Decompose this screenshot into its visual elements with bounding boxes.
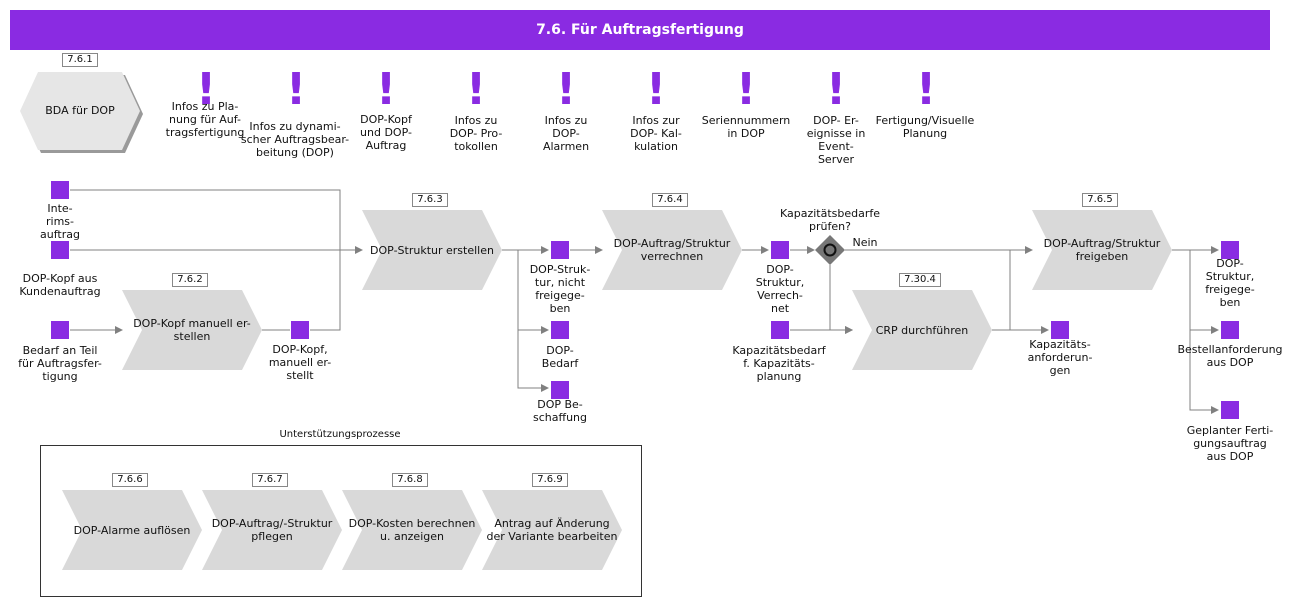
data-object-label: DOP Be- schaffung <box>533 398 587 424</box>
page-title: 7.6. Für Auftragsfertigung <box>10 10 1270 50</box>
decision-branch-label: Nein <box>852 236 878 249</box>
data-object-label: DOP-Struk- tur, nicht freigege- ben <box>529 263 591 315</box>
process-label[interactable]: DOP-Kopf manuell er- stellen <box>133 317 251 343</box>
info-label: DOP- Er- eignisse in Event- Server <box>806 114 866 166</box>
chevron-shape <box>62 490 202 570</box>
process-number: 7.6.2 <box>172 273 208 287</box>
process-number: 7.6.4 <box>652 193 688 207</box>
hexagon-label: BDA für DOP <box>45 103 115 117</box>
data-object-square[interactable] <box>551 241 569 259</box>
support-process-number: 7.6.6 <box>112 473 148 487</box>
data-object-square[interactable] <box>771 321 789 339</box>
edge <box>517 330 549 392</box>
info-label: Seriennummern in DOP <box>701 114 791 140</box>
exclamation-icon: ! <box>196 64 217 115</box>
exclamation-icon: ! <box>556 64 577 115</box>
data-object-label: Geplanter Ferti- gungsauftrag aus DOP <box>1186 424 1274 463</box>
support-section-title: Unterstützungsprozesse <box>279 429 401 440</box>
data-object-square[interactable] <box>1221 241 1239 259</box>
data-object-square[interactable] <box>1221 321 1239 339</box>
data-object-square[interactable] <box>51 181 69 199</box>
chevron-shape <box>122 290 262 370</box>
info-label: Infos zu dynami- scher Auftragsbear- bei… <box>240 120 350 159</box>
info-label: Fertigung/Visuelle Planung <box>875 114 975 140</box>
exclamation-icon: ! <box>466 64 487 115</box>
chevron-shape <box>1032 210 1172 290</box>
edge <box>829 265 853 334</box>
info-label: Infos zu Pla- nung für Auf- tragsfertigu… <box>165 100 245 139</box>
data-object-label: DOP-Kopf aus Kundenauftrag <box>19 272 101 298</box>
edge <box>1189 330 1219 414</box>
decision-question: Kapazitätsbedarfe prüfen? <box>779 207 881 233</box>
support-process-number: 7.6.9 <box>532 473 568 487</box>
exclamation-icon: ! <box>916 64 937 115</box>
data-object-label: DOP- Struktur, Verrech- net <box>755 263 805 315</box>
data-object-label: Kapazitätsbedarf f. Kapazitäts- planung <box>732 344 826 383</box>
data-object-label: Bedarf an Teil für Auftragsfer- tigung <box>18 344 102 383</box>
chevron-shape <box>202 490 342 570</box>
exclamation-icon: ! <box>736 64 757 115</box>
support-section-frame <box>40 445 642 597</box>
process-label[interactable]: DOP-Auftrag/Struktur freigeben <box>1043 237 1161 263</box>
info-label: Infos zu DOP- Alarmen <box>542 114 590 153</box>
chevron-shape <box>362 210 502 290</box>
chevron-shape <box>342 490 482 570</box>
support-process-number: 7.6.7 <box>252 473 288 487</box>
data-object-label: DOP-Kopf, manuell er- stellt <box>268 343 332 382</box>
data-object-label: Kapazitäts- anforderun- gen <box>1027 338 1093 377</box>
data-object-square[interactable] <box>551 321 569 339</box>
chevron-shape <box>852 290 992 370</box>
data-object-label: DOP- Struktur, freigege- ben <box>1205 257 1255 309</box>
data-object-label: DOP- Bedarf <box>541 344 579 370</box>
chevron-shape <box>482 490 622 570</box>
data-object-square[interactable] <box>1221 401 1239 419</box>
edge <box>310 250 341 331</box>
exclamation-icon: ! <box>646 64 667 115</box>
data-object-square[interactable] <box>551 381 569 399</box>
decision-marker <box>823 243 837 257</box>
info-label: DOP-Kopf und DOP- Auftrag <box>360 113 412 152</box>
support-process-label[interactable]: DOP-Auftrag/-Struktur pflegen <box>211 517 333 543</box>
info-label: Infos zur DOP- Kal- kulation <box>630 114 682 153</box>
process-label[interactable]: DOP-Struktur erstellen <box>370 243 494 257</box>
exclamation-icon: ! <box>376 64 397 115</box>
support-process-label[interactable]: DOP-Alarme auflösen <box>73 523 191 537</box>
support-process-label[interactable]: DOP-Kosten berechnen u. anzeigen <box>348 517 476 543</box>
process-number: 7.6.5 <box>1082 193 1118 207</box>
exclamation-icon: ! <box>286 64 307 115</box>
chevron-shape <box>602 210 742 290</box>
process-label[interactable]: DOP-Auftrag/Struktur verrechnen <box>613 237 731 263</box>
edge <box>70 189 341 250</box>
data-object-label: Inte- rims- auftrag <box>40 202 80 241</box>
info-label: Infos zu DOP- Pro- tokollen <box>449 114 503 153</box>
support-process-label[interactable]: Antrag auf Änderung der Variante bearbei… <box>486 517 618 543</box>
data-object-square[interactable] <box>51 241 69 259</box>
hexagon-number: 7.6.1 <box>62 53 98 67</box>
data-object-square[interactable] <box>51 321 69 339</box>
process-number: 7.30.4 <box>899 273 941 287</box>
decision-diamond <box>815 235 845 265</box>
hexagon-shape <box>20 72 140 150</box>
support-process-number: 7.6.8 <box>392 473 428 487</box>
data-object-square[interactable] <box>771 241 789 259</box>
data-object-square[interactable] <box>291 321 309 339</box>
exclamation-icon: ! <box>826 64 847 115</box>
data-object-label: Bestellanforderung aus DOP <box>1177 343 1283 369</box>
data-object-square[interactable] <box>1051 321 1069 339</box>
process-number: 7.6.3 <box>412 193 448 207</box>
process-label[interactable]: CRP durchführen <box>875 323 969 337</box>
